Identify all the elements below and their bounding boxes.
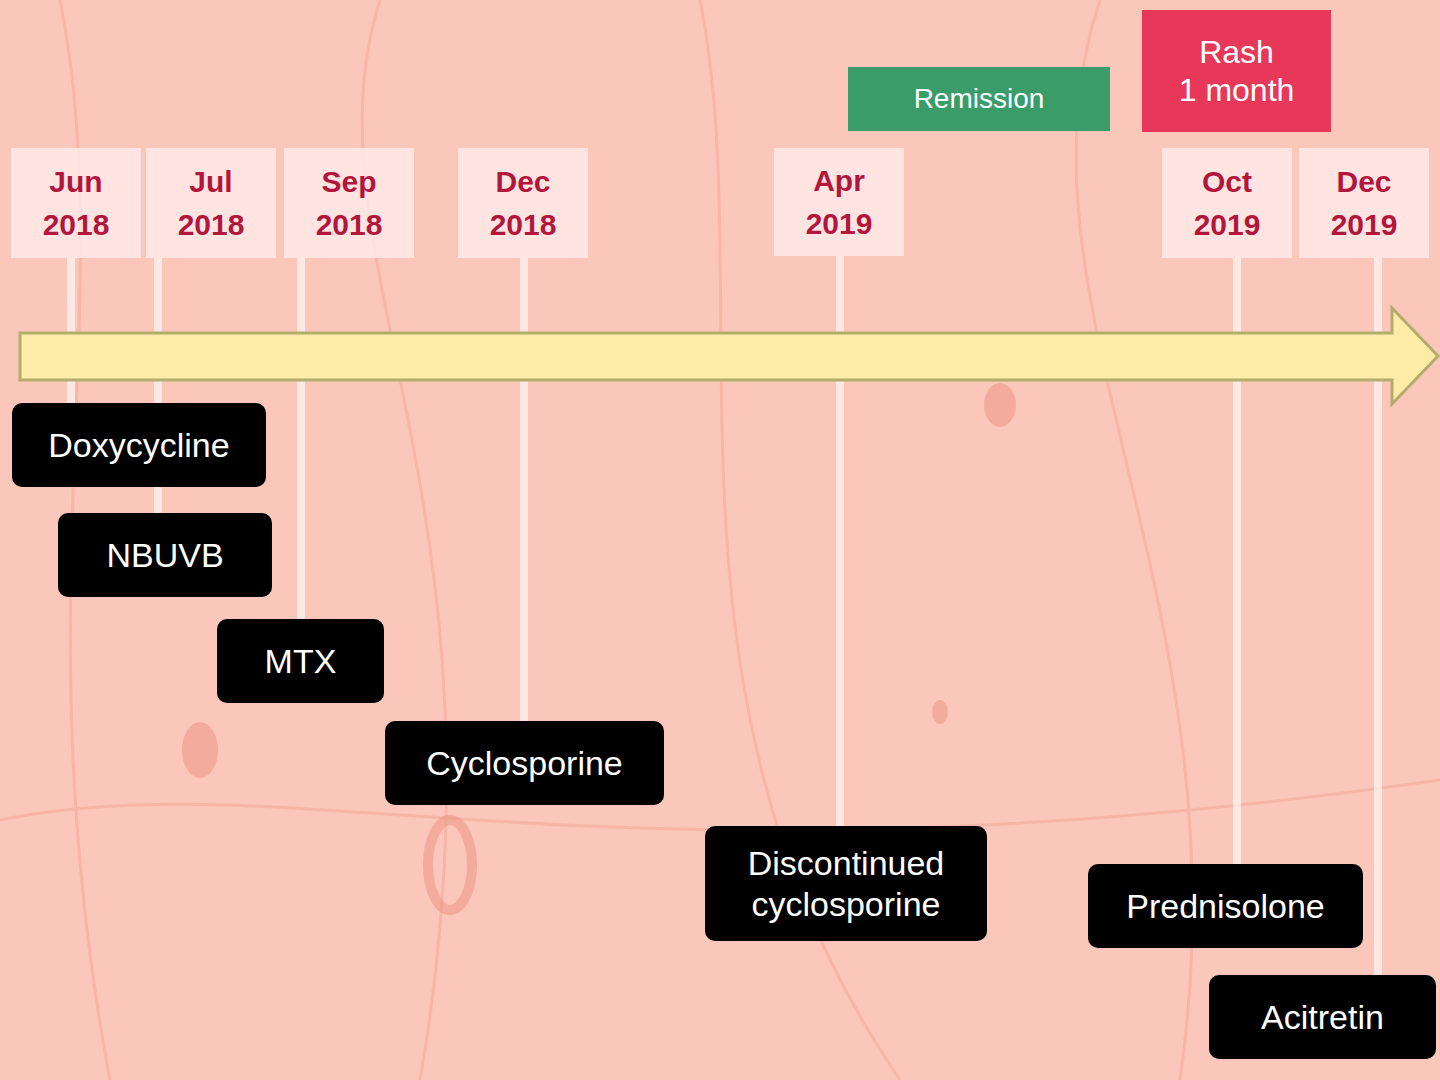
node-text-line: 2018 <box>178 208 245 241</box>
node-text-line: Jul <box>178 160 245 204</box>
node-text: Dec 2018 <box>490 160 557 247</box>
node-text-line: 2019 <box>806 207 873 240</box>
texture-spot <box>932 700 948 724</box>
node-text: MTX <box>265 641 337 682</box>
date-box: Jul 2018 <box>146 148 276 258</box>
texture-line <box>0 780 1440 830</box>
date-box: Sep 2018 <box>284 148 414 258</box>
event-box: Rash 1 month <box>1142 10 1331 132</box>
date-box: Dec 2018 <box>458 148 588 258</box>
node-text-line: 2018 <box>490 208 557 241</box>
node-text-line: Sep <box>316 160 383 204</box>
date-tick <box>520 258 528 723</box>
node-text-line: 2019 <box>1331 208 1398 241</box>
node-text: Cyclosporine <box>426 743 623 784</box>
node-text: Doxycycline <box>48 425 229 466</box>
node-text: Sep 2018 <box>316 160 383 247</box>
node-text: Jul 2018 <box>178 160 245 247</box>
node-text: Acitretin <box>1261 997 1384 1038</box>
node-text-line: 1 month <box>1179 72 1295 108</box>
node-text-line: Dec <box>490 160 557 204</box>
node-text-line: 2019 <box>1194 208 1261 241</box>
texture-spot <box>428 820 472 910</box>
date-box: Oct 2019 <box>1162 148 1292 258</box>
date-box: Apr 2019 <box>774 148 904 256</box>
node-text-line: Apr <box>806 159 873 203</box>
status-box: Remission <box>848 67 1110 131</box>
treatment-box: NBUVB <box>58 513 272 597</box>
node-text-line: Jun <box>43 160 110 204</box>
date-box: Dec 2019 <box>1299 148 1429 258</box>
node-text: Jun 2018 <box>43 160 110 247</box>
treatment-box: Acitretin <box>1209 975 1436 1059</box>
texture-spot <box>984 383 1016 427</box>
node-text: Dec 2019 <box>1331 160 1398 247</box>
node-text: NBUVB <box>106 535 223 576</box>
node-text: Oct 2019 <box>1194 160 1261 247</box>
treatment-box: Doxycycline <box>12 403 266 487</box>
date-tick <box>297 258 305 621</box>
treatment-box: Prednisolone <box>1088 864 1363 948</box>
treatment-box: Discontinued cyclosporine <box>705 826 987 941</box>
node-text: Remission <box>914 82 1045 116</box>
treatment-box: MTX <box>217 619 384 703</box>
node-text: Apr 2019 <box>806 159 873 246</box>
node-text-line: Oct <box>1194 160 1261 204</box>
treatment-box: Cyclosporine <box>385 721 664 805</box>
node-text: Discontinued cyclosporine <box>717 843 975 925</box>
date-box: Jun 2018 <box>11 148 141 258</box>
texture-spot <box>182 722 218 778</box>
node-text: Rash 1 month <box>1179 33 1295 110</box>
node-text-line: 2018 <box>316 208 383 241</box>
node-text-line: Dec <box>1331 160 1398 204</box>
node-text-line: 2018 <box>43 208 110 241</box>
node-text: Prednisolone <box>1126 886 1324 927</box>
timeline-arrow <box>20 308 1438 404</box>
node-text-line: Rash <box>1179 33 1295 71</box>
